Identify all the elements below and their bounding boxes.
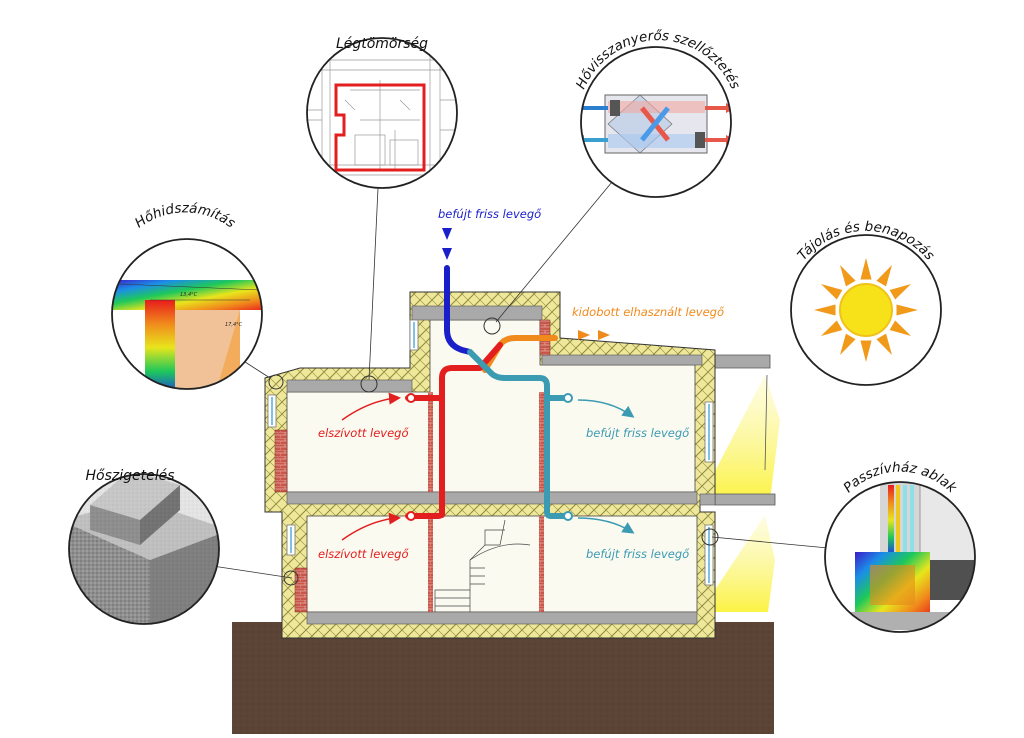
callout-insulation-title: Hőszigetelés bbox=[85, 468, 174, 484]
sun-ray bbox=[840, 264, 856, 287]
sunlight-upper bbox=[700, 375, 780, 500]
callout-airtightness: Légtömörség bbox=[306, 36, 458, 189]
sun-icon bbox=[814, 258, 918, 362]
label-extract-upper: elszívott levegő bbox=[318, 426, 409, 440]
sun-ray bbox=[876, 333, 892, 356]
sun-ray bbox=[889, 320, 912, 336]
label-supply-upper: befújt friss levegő bbox=[586, 426, 690, 440]
label-extract-lower: elszívott levegő bbox=[318, 547, 409, 561]
sun-ray bbox=[814, 304, 836, 316]
extract-riser bbox=[439, 342, 503, 518]
supply-riser bbox=[467, 349, 569, 519]
sun-ray bbox=[876, 264, 892, 287]
callout-insulation: Hőszigetelés bbox=[68, 468, 220, 625]
ground bbox=[232, 622, 774, 734]
fresh-air-intake-duct bbox=[444, 265, 473, 355]
sun-ray bbox=[840, 333, 856, 356]
callout-heat-recovery: Hővisszanyerős szellőztetés bbox=[573, 28, 743, 198]
sun-ray bbox=[860, 258, 872, 280]
thermal-readout-t1: 13,4°C bbox=[180, 292, 198, 298]
sun-ray bbox=[889, 284, 912, 300]
building-section bbox=[264, 291, 716, 639]
callout-passive-window: Passzívház ablak bbox=[824, 460, 976, 633]
sun-ray bbox=[820, 320, 843, 336]
sun-ray bbox=[860, 340, 872, 362]
sun-ray bbox=[820, 284, 843, 300]
sunlight-lower bbox=[700, 515, 775, 612]
callout-airtightness-title: Légtömörség bbox=[336, 36, 428, 52]
label-supply-intake: befújt friss levegő bbox=[438, 207, 542, 221]
label-exhaust-out: kidobott elhasznált levegő bbox=[572, 305, 725, 319]
callout-orientation: Tájolás és benapozás bbox=[790, 219, 942, 386]
staircase bbox=[434, 519, 531, 612]
label-supply-lower: befújt friss levegő bbox=[586, 547, 690, 561]
thermal-readout-t2: 17,4°C bbox=[225, 322, 243, 328]
callout-thermal-bridge-title: Hőhidszámítás bbox=[132, 200, 238, 231]
ventilation-ducts bbox=[405, 265, 569, 519]
sun-ray bbox=[896, 304, 918, 316]
callout-thermal-bridge: 13,4°C 17,4°C Hőhidszámítás bbox=[111, 200, 263, 390]
